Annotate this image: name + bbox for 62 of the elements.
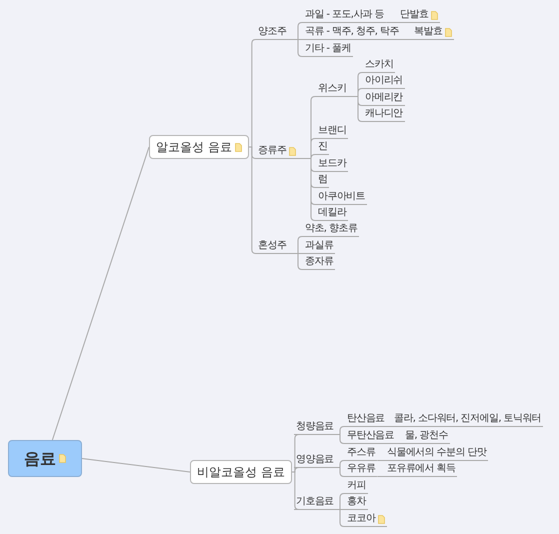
topic-label: 탄산음료	[347, 412, 385, 426]
topic-label: 청량음료	[296, 420, 334, 434]
topic-label: 데킬라	[318, 206, 346, 220]
topic-label: 식물에서의 수분의 단맛	[387, 446, 486, 460]
connector-line	[335, 509, 346, 527]
connector-line	[376, 476, 386, 477]
topic-label: 알코올성 음료	[156, 139, 232, 156]
central-topic-box	[8, 440, 82, 477]
topic-label: 진	[318, 140, 328, 154]
topic-label: 과일 - 포도,사과 등	[305, 8, 384, 22]
connector-line	[386, 22, 398, 23]
topic-label: 커피	[347, 479, 366, 493]
connector-line	[400, 39, 412, 40]
connector-line	[376, 460, 386, 461]
topic-label: 기호음료	[296, 495, 334, 509]
topic-label: 약초, 향초류	[305, 222, 358, 236]
connector-line	[386, 426, 392, 427]
topic-label: 홍차	[347, 495, 366, 509]
topic-label: 음료	[24, 448, 56, 470]
topic-label: 콜라, 소다워터, 진저에일, 토닉워터	[394, 412, 542, 426]
topic-label: 비알코올성 음료	[197, 464, 285, 481]
topic-label: 포유류에서 획득	[387, 462, 456, 476]
main-topic-box	[149, 135, 249, 159]
connector-line	[248, 146, 256, 254]
topic-label: 기타 - 풀케	[305, 42, 351, 56]
topic-label: 곡류 - 맥주, 청주, 탁주	[305, 25, 399, 39]
topic-label: 보드카	[318, 157, 346, 171]
connector-line	[335, 434, 346, 444]
connector-line	[396, 443, 404, 444]
topic-label: 영양음료	[296, 453, 334, 467]
subtopic-underline	[256, 144, 298, 159]
topic-label: 럼	[318, 173, 328, 187]
connector-line	[52, 146, 150, 440]
topic-label: 캐나디안	[365, 107, 403, 121]
topic-label: 아메리칸	[365, 91, 403, 105]
topic-label: 종자류	[305, 255, 334, 269]
connector-line	[335, 467, 346, 477]
topic-label: 증류주	[258, 144, 286, 158]
topic-label: 주스류	[347, 446, 376, 460]
topic-label: 아쿠아비트	[318, 190, 366, 204]
topic-label: 스카치	[365, 58, 394, 72]
topic-label: 위스키	[318, 82, 346, 96]
connector-line	[291, 472, 300, 510]
connector-line	[288, 39, 304, 57]
connector-line	[82, 458, 190, 472]
subtopic-underline	[345, 512, 388, 527]
topic-label: 코코아	[347, 512, 376, 526]
subtopic-underline	[398, 8, 440, 23]
connector-line	[288, 253, 304, 270]
topic-label: 무탄산음료	[347, 429, 394, 443]
topic-label: 혼성주	[258, 239, 286, 253]
main-topic-box	[190, 460, 292, 484]
topic-label: 물, 광천수	[405, 429, 448, 443]
subtopic-underline	[412, 25, 454, 40]
topic-label: 아이리쉬	[365, 74, 403, 88]
topic-label: 양조주	[258, 25, 286, 39]
topic-label: 브랜디	[318, 124, 346, 138]
topic-label: 과실류	[305, 239, 334, 253]
topic-label: 우유류	[347, 462, 376, 476]
connector-line	[348, 96, 364, 122]
topic-label: 복발효	[414, 25, 442, 39]
topic-label: 단발효	[400, 8, 428, 22]
